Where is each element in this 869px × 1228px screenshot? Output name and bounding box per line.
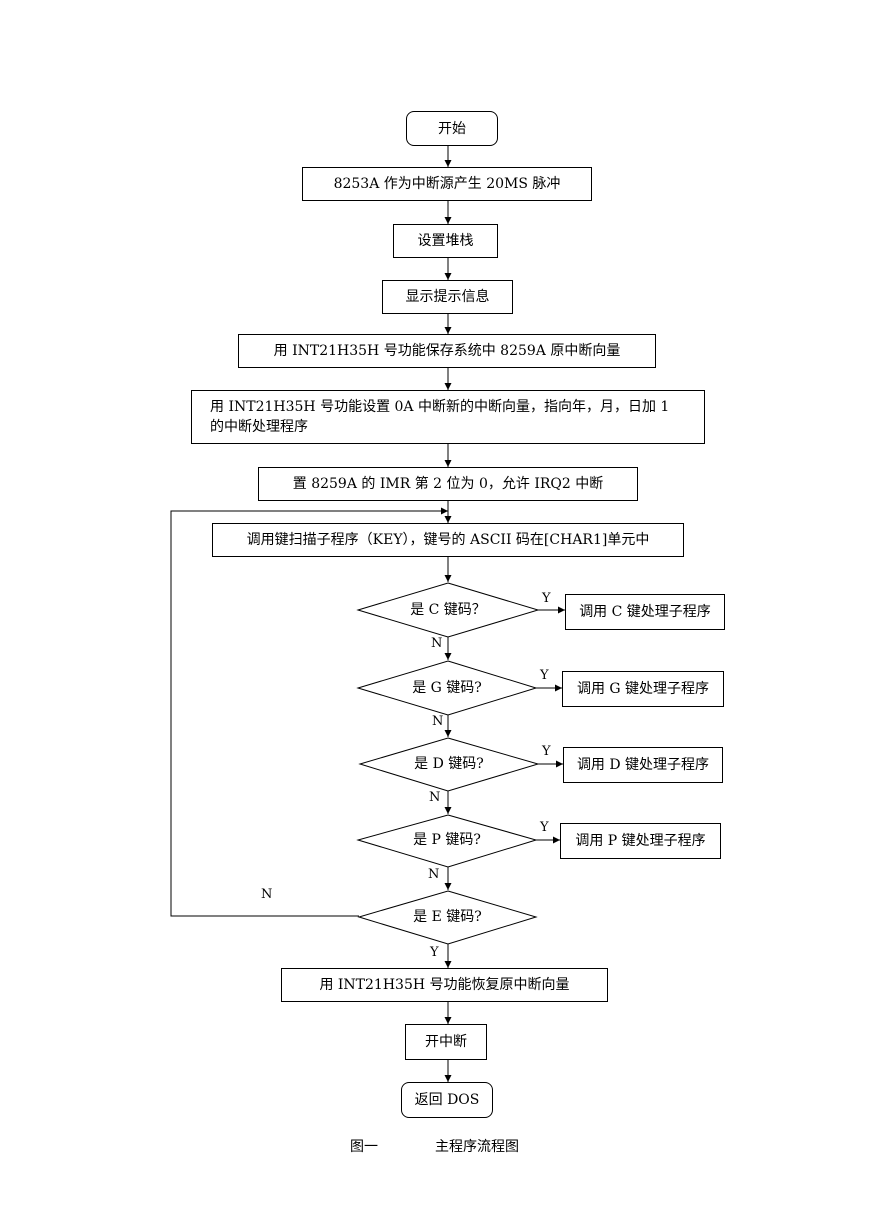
step-stack-box: 设置堆栈: [393, 224, 498, 258]
start-terminal: 开始: [406, 111, 498, 146]
step-prompt-label: 显示提示信息: [405, 289, 490, 305]
step-set-vector-label: 用 INT21H35H 号功能设置 0A 中断新的中断向量，指向年，月，日加 1…: [210, 399, 670, 435]
step-imr-box: 置 8259A 的 IMR 第 2 位为 0，允许 IRQ2 中断: [258, 467, 638, 501]
decision-c-shape: [356, 582, 540, 638]
step-enable-label: 开中断: [425, 1034, 467, 1050]
decision-e-label: 是 E 键码?: [413, 909, 482, 925]
start-label: 开始: [438, 120, 466, 137]
yes-marker-d: Y: [542, 744, 551, 759]
yes-marker-c: Y: [542, 591, 551, 606]
call-c-label: 调用 C 键处理子程序: [579, 604, 711, 620]
step-imr-label: 置 8259A 的 IMR 第 2 位为 0，允许 IRQ2 中断: [292, 476, 604, 492]
end-label: 返回 DOS: [414, 1092, 480, 1108]
yes-marker-g: Y: [540, 668, 549, 683]
decision-g-label: 是 G 键码?: [412, 680, 482, 696]
figure-caption: 图一 主程序流程图: [0, 1136, 869, 1156]
call-g-label: 调用 G 键处理子程序: [576, 681, 710, 697]
call-c-box: 调用 C 键处理子程序: [565, 594, 725, 630]
step-8253-box: 8253A 作为中断源产生 20MS 脉冲: [302, 167, 592, 201]
no-marker-p: N: [428, 867, 440, 882]
step-save-vector-label: 用 INT21H35H 号功能保存系统中 8259A 原中断向量: [273, 343, 621, 359]
decision-d-shape: [358, 737, 540, 792]
no-marker-e: N: [261, 887, 273, 902]
decision-c-label: 是 C 键码？: [410, 602, 486, 618]
call-p-box: 调用 P 键处理子程序: [560, 823, 721, 859]
no-marker-c: N: [431, 636, 443, 651]
connector-e-loop-back: [170, 507, 448, 917]
no-marker-d: N: [429, 790, 441, 805]
step-scan-label: 调用键扫描子程序（KEY），键号的 ASCII 码在[CHAR1]单元中: [246, 532, 650, 548]
step-prompt-box: 显示提示信息: [382, 280, 513, 314]
yes-marker-e: Y: [430, 945, 439, 960]
figure-number: 图一: [350, 1139, 379, 1155]
decision-e-shape: [357, 890, 538, 945]
decision-g-shape: [356, 660, 538, 716]
figure-title: 主程序流程图: [434, 1139, 519, 1155]
step-restore-box: 用 INT21H35H 号功能恢复原中断向量: [281, 968, 608, 1002]
step-stack-label: 设置堆栈: [417, 233, 474, 249]
step-set-vector-box: 用 INT21H35H 号功能设置 0A 中断新的中断向量，指向年，月，日加 1…: [191, 390, 705, 444]
step-scan-box: 调用键扫描子程序（KEY），键号的 ASCII 码在[CHAR1]单元中: [212, 523, 684, 557]
decision-p-label: 是 P 键码?: [413, 832, 481, 848]
end-terminal: 返回 DOS: [401, 1082, 493, 1118]
call-p-label: 调用 P 键处理子程序: [575, 833, 706, 849]
decision-p-shape: [356, 814, 538, 868]
step-8253-label: 8253A 作为中断源产生 20MS 脉冲: [333, 176, 561, 192]
call-d-box: 调用 D 键处理子程序: [563, 747, 723, 783]
call-d-label: 调用 D 键处理子程序: [576, 757, 710, 773]
step-restore-label: 用 INT21H35H 号功能恢复原中断向量: [319, 977, 570, 993]
step-save-vector-box: 用 INT21H35H 号功能保存系统中 8259A 原中断向量: [238, 334, 656, 368]
call-g-box: 调用 G 键处理子程序: [562, 671, 724, 707]
decision-d-label: 是 D 键码?: [414, 756, 484, 772]
no-marker-g: N: [432, 714, 444, 729]
step-enable-box: 开中断: [405, 1024, 487, 1060]
yes-marker-p: Y: [540, 820, 549, 835]
